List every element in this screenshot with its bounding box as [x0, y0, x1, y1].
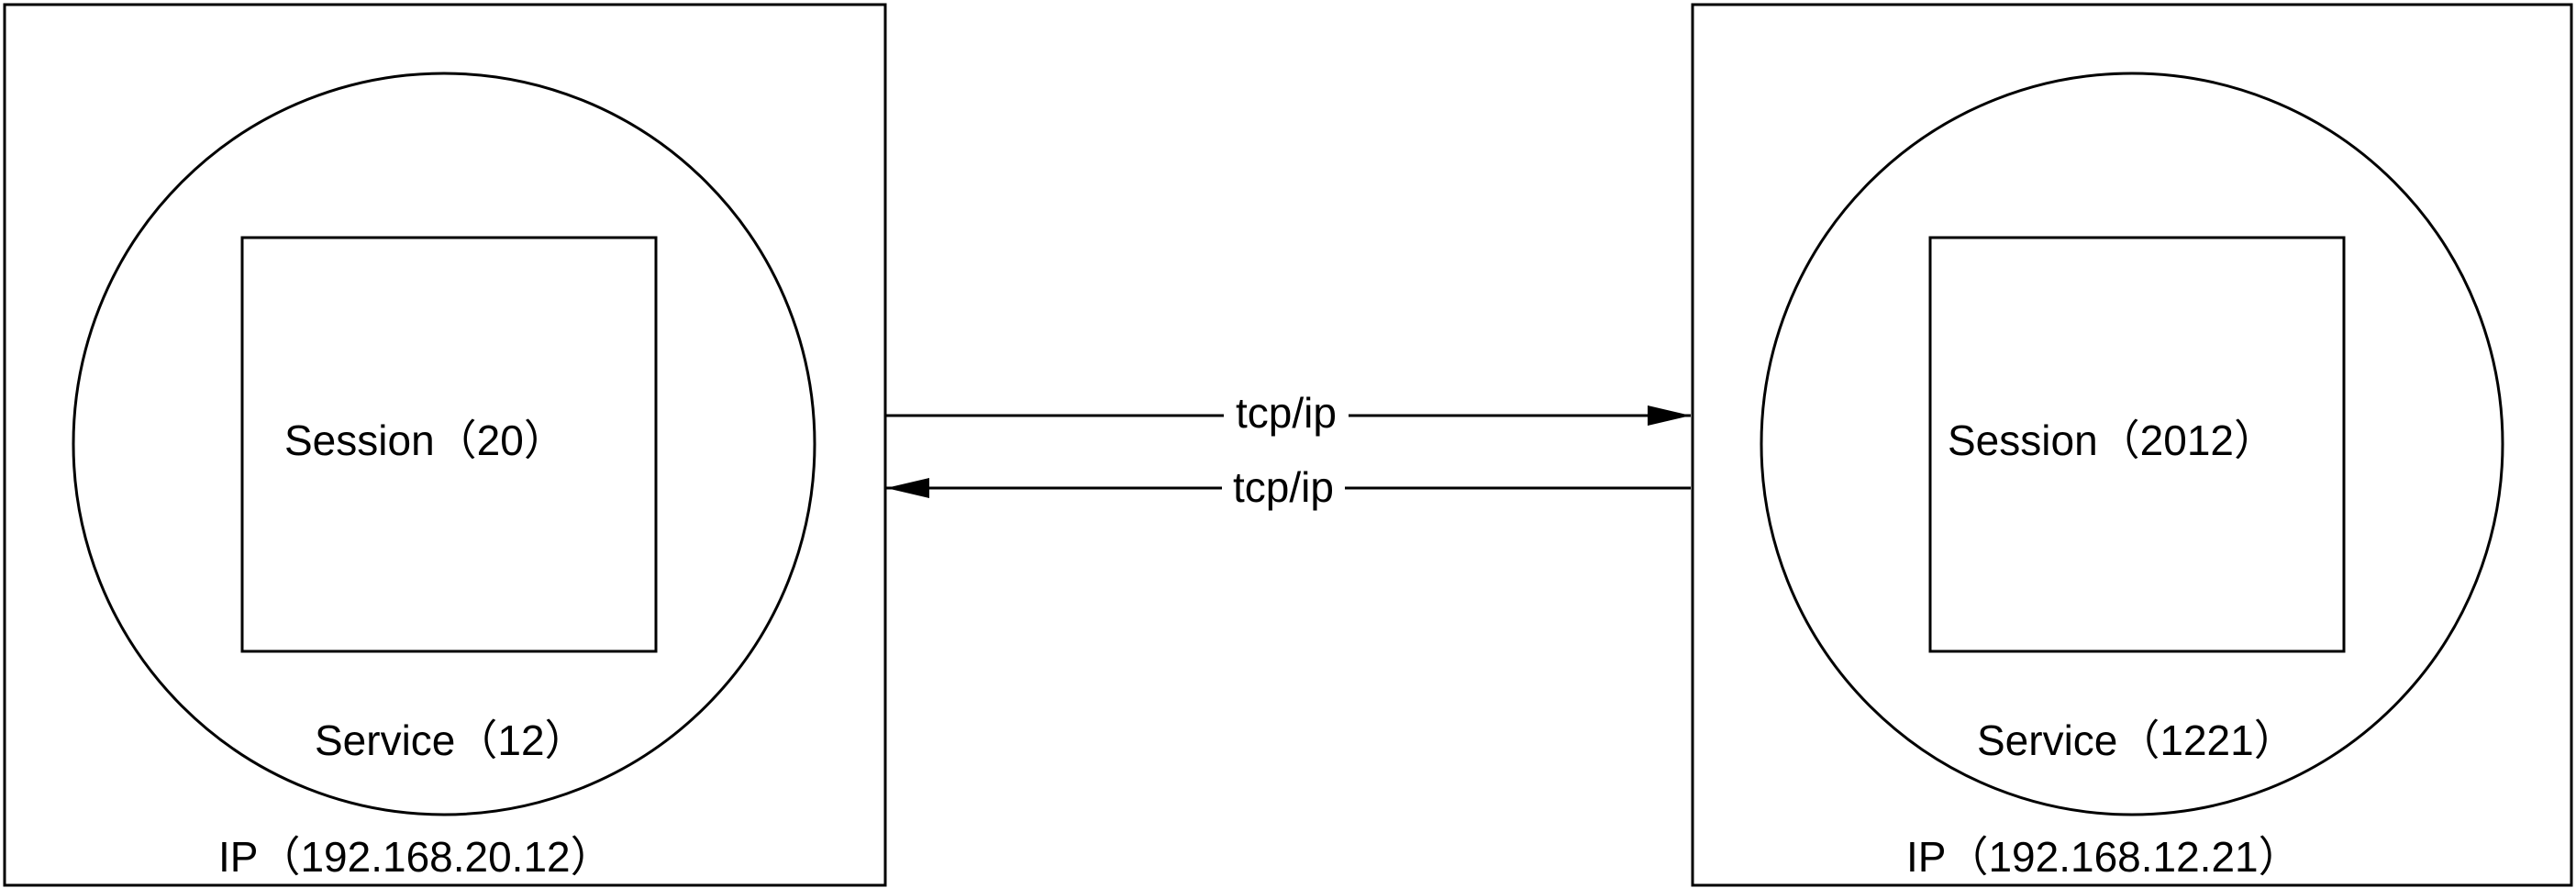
arrowhead-right-icon: [1648, 405, 1691, 426]
session-box-left: [240, 236, 658, 653]
host-right: Session（2012） Service（1221） IP（192.168.1…: [1691, 3, 2573, 887]
connection-left-to-right: tcp/ip: [886, 389, 1691, 437]
session-label-left: Session（20）: [284, 416, 566, 464]
host-left: Session（20） Service（12） IP（192.168.20.12…: [3, 3, 887, 887]
session-label-right: Session（2012）: [1948, 416, 2276, 464]
arrowhead-left-icon: [886, 478, 929, 498]
connection-label-top: tcp/ip: [1236, 389, 1337, 437]
session-box-right: [1928, 236, 2346, 653]
ip-label-right: IP（192.168.12.21）: [1906, 833, 2301, 881]
service-label-right: Service（1221）: [1977, 716, 2296, 764]
service-circle-left: [72, 72, 816, 816]
service-circle-right: [1760, 72, 2504, 816]
ip-box-right: [1691, 3, 2573, 887]
service-label-left: Service（12）: [315, 716, 587, 764]
ip-label-left: IP（192.168.20.12）: [218, 833, 613, 881]
connection-right-to-left: tcp/ip: [886, 463, 1691, 511]
connection-label-bottom: tcp/ip: [1233, 463, 1334, 511]
ip-box-left: [3, 3, 887, 887]
